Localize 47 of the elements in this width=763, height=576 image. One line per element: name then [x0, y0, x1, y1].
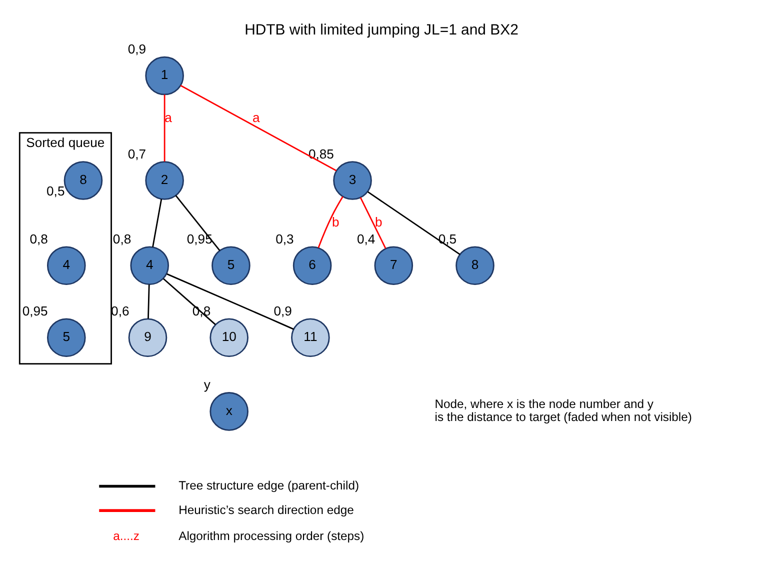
node-circle: 8: [64, 160, 103, 200]
node-label: 0,8: [112, 230, 132, 246]
connector: [180, 84, 337, 171]
node-circle: 11: [291, 318, 330, 356]
node-label: 0,8: [30, 230, 48, 246]
node-label: 0,3: [276, 230, 294, 246]
node-circle: 5: [212, 246, 250, 284]
node-circle: 10: [210, 318, 248, 356]
node-circle: 4: [46, 246, 86, 284]
connector: [166, 272, 294, 330]
edge-label: a: [164, 109, 172, 124]
node-circle: 4: [130, 246, 170, 284]
edge-label: a: [252, 109, 260, 124]
node-label: 0,5: [46, 183, 65, 198]
connector: [148, 284, 150, 318]
edge-label: b: [375, 214, 382, 230]
connector: [367, 190, 460, 254]
legend-label: Algorithm processing order (steps): [178, 528, 364, 542]
legend-label: Node, where x is the node number and y is the distance to target (faded when not visible): [434, 396, 692, 424]
node-circle: 5: [46, 318, 86, 356]
node-circle: 3: [333, 160, 372, 200]
node-circle: 8: [456, 246, 494, 284]
node-circle: 9: [128, 318, 168, 356]
node-circle: 6: [292, 246, 332, 284]
node-label: 0,9: [274, 302, 292, 318]
node-circle: 2: [145, 160, 184, 200]
legend-label: Tree structure edge (parent-child): [178, 478, 359, 492]
edge-label: b: [332, 214, 340, 230]
connector: [164, 94, 166, 161]
connector: [175, 194, 220, 250]
node-label: 0,7: [128, 146, 146, 161]
node-circle: 7: [374, 246, 414, 284]
diagram-title: HDTB with limited jumping JL=1 and BX2: [244, 20, 518, 38]
connector: [318, 196, 344, 248]
node-label: y: [204, 376, 210, 392]
connector: [163, 278, 216, 325]
connector: [152, 198, 162, 247]
node-label: 0,85: [308, 146, 334, 161]
node-circle: x: [210, 392, 248, 430]
node-label: 0,95: [22, 302, 48, 318]
node-label: 0,9: [128, 41, 146, 56]
node-circle: 1: [145, 56, 184, 95]
connector: [360, 196, 386, 248]
legend-label: Heuristic’s search direction edge: [178, 502, 354, 516]
label: a....z: [113, 528, 140, 542]
node-label: 0,4: [356, 230, 376, 246]
node-label: 0,5: [438, 230, 457, 246]
